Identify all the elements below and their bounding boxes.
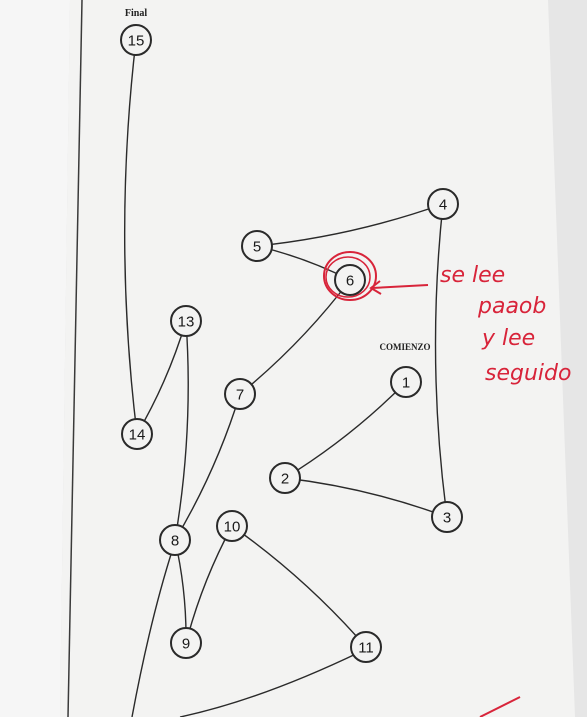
node-8-circle: [159, 524, 191, 556]
node-8-label: 8: [171, 533, 179, 550]
node-11-circle: [350, 631, 382, 663]
node-4-circle: [427, 188, 459, 220]
node-1: 1: [390, 366, 422, 398]
node-2-circle: [269, 462, 301, 494]
node-4: 4: [427, 188, 459, 220]
node-13: 13: [170, 305, 202, 337]
page-margin-line: [67, 0, 83, 717]
node-13-circle: [170, 305, 202, 337]
node-10-circle: [216, 510, 248, 542]
node-9: 9: [170, 627, 202, 659]
annotation-line-1: se lee: [440, 263, 505, 288]
node-7: 7: [224, 378, 256, 410]
node-6: 6: [334, 264, 366, 296]
edge-tail-11: [179, 651, 361, 717]
node-2: 2: [269, 462, 301, 494]
red-circle-outer: [323, 251, 377, 301]
node-15-circle: [120, 24, 152, 56]
red-highlight: [323, 251, 429, 301]
node-15-label: 15: [128, 33, 145, 50]
edge-7-8: [174, 393, 241, 541]
node-1-label: 1: [402, 375, 410, 392]
red-arrow-line: [371, 284, 429, 289]
node-3-circle: [431, 501, 463, 533]
node-2-label: 2: [281, 471, 289, 488]
node-5: 5: [241, 230, 273, 262]
node-5-circle: [241, 230, 273, 262]
node-11: 11: [350, 631, 382, 663]
left-page-strip: [0, 0, 70, 717]
node-6-circle: [334, 264, 366, 296]
edge-tail-down: [131, 547, 174, 717]
node-9-label: 9: [182, 636, 190, 653]
paper-sheet: [60, 0, 587, 717]
node-4-label: 4: [439, 197, 447, 214]
edge-14-15: [123, 39, 138, 435]
node-8: 8: [159, 524, 191, 556]
node-14-label: 14: [129, 427, 146, 444]
graph-nodes: 1 2 3 4 5 6 7 8 9 10 11 13 14 15: [120, 24, 463, 663]
node-10: 10: [216, 510, 248, 542]
node-14-circle: [121, 418, 153, 450]
node-10-label: 10: [224, 519, 241, 536]
annotation-line-4: seguido: [485, 361, 571, 386]
node-7-label: 7: [236, 387, 244, 404]
node-11-label: 11: [358, 640, 374, 657]
start-label: COMIENZO: [379, 342, 430, 352]
edge-2-3: [284, 477, 448, 518]
edge-1-2: [284, 381, 407, 479]
node-3: 3: [431, 501, 463, 533]
node-5-label: 5: [253, 239, 261, 256]
annotation-line-3: y lee: [481, 326, 535, 351]
node-6-label: 6: [346, 273, 354, 290]
node-15: 15: [120, 24, 152, 56]
node-7-circle: [224, 378, 256, 410]
right-edge-shadow: [548, 0, 587, 717]
edge-13-8: [174, 320, 189, 541]
edge-4-5: [256, 203, 444, 247]
annotation-line-2: paaob: [477, 294, 546, 319]
node-1-circle: [390, 366, 422, 398]
node-9-circle: [170, 627, 202, 659]
node-3-label: 3: [443, 510, 451, 527]
red-arrow-head: [369, 280, 382, 295]
red-mark-bottom: [479, 696, 521, 717]
edge-10-11: [231, 525, 367, 648]
node-13-label: 13: [178, 314, 195, 331]
handwritten-annotation: se lee paaob y lee seguido: [440, 263, 571, 386]
edge-3-4: [434, 203, 448, 518]
red-circle-inner: [325, 256, 371, 298]
node-14: 14: [121, 418, 153, 450]
final-label: Final: [125, 8, 147, 19]
